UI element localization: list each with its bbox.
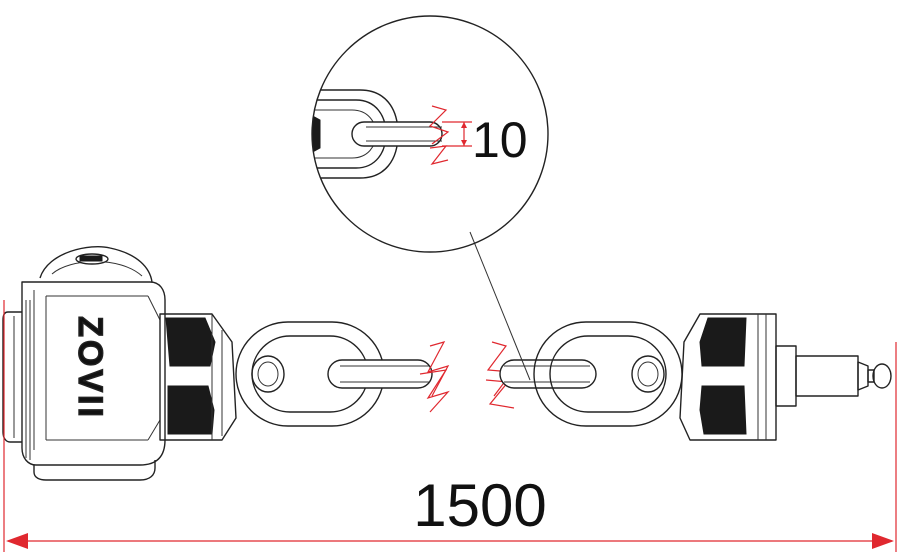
overall-length-label: 1500: [413, 472, 546, 539]
brand-logo: ZOVII: [70, 315, 109, 420]
latch-pin: [775, 345, 892, 407]
right-chain-sleeve: [679, 313, 777, 441]
left-break-marks: [419, 341, 450, 413]
magnifier-leader-line: [469, 231, 531, 381]
magnifier-circle: [311, 15, 549, 253]
left-chain-links: [235, 321, 433, 427]
overall-length-dimension: 1500: [3, 300, 897, 552]
key-slot: [79, 255, 103, 262]
detail-magnifier: 10: [311, 15, 549, 381]
left-chain-sleeve: [159, 313, 237, 441]
logo-text: ZOVII: [71, 316, 109, 420]
chain-thickness-label: 10: [472, 112, 528, 168]
right-chain-links: [499, 321, 683, 427]
lock-body: [2, 246, 166, 481]
